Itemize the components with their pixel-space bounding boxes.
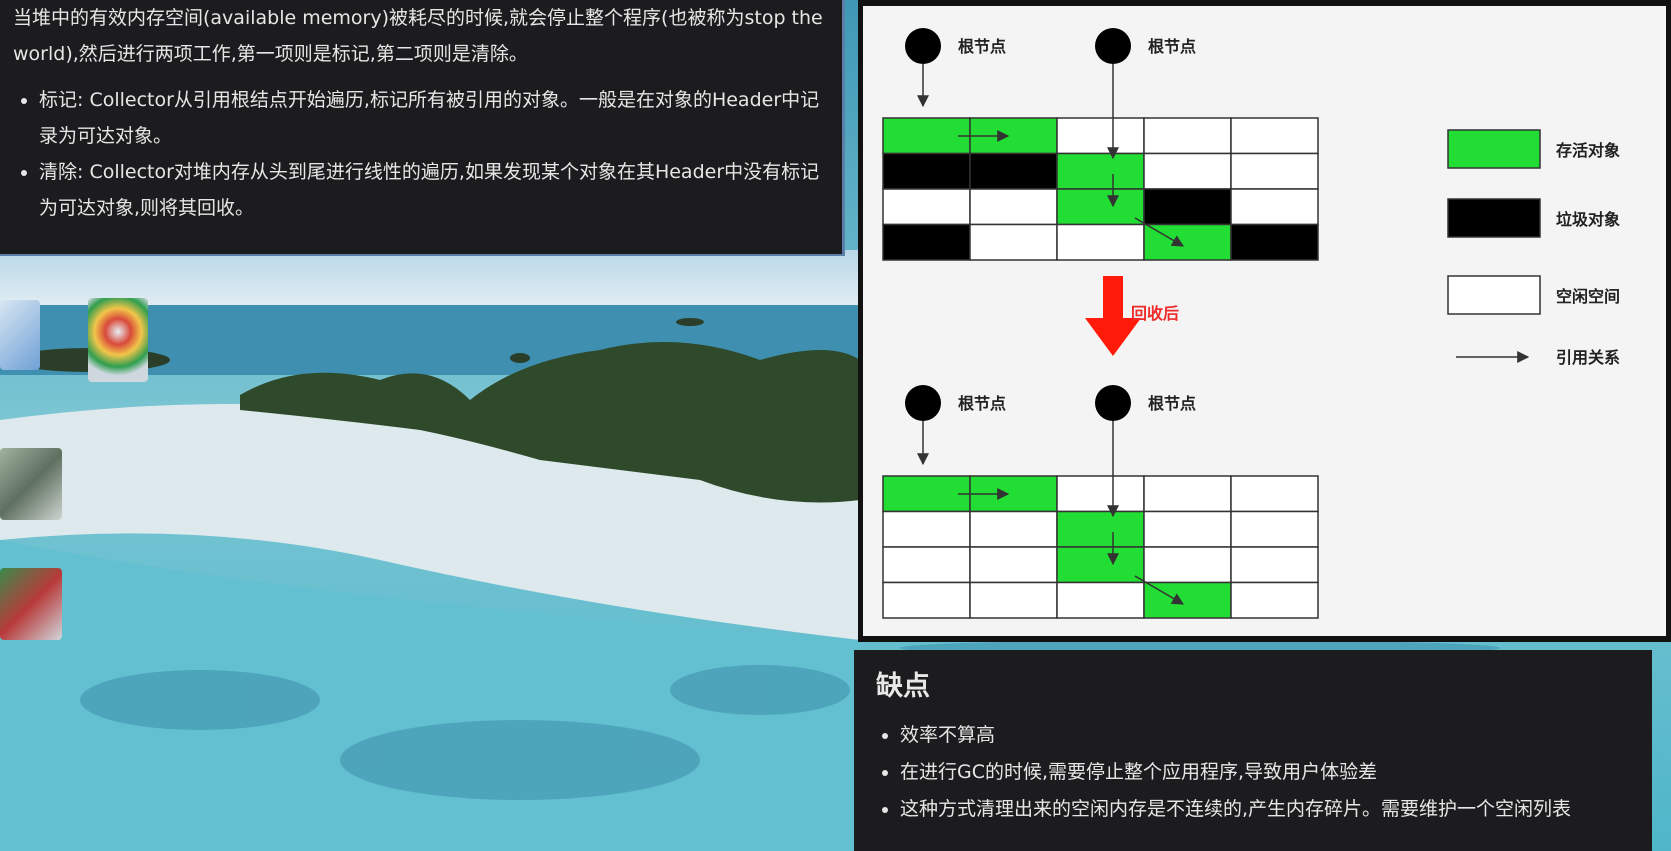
reference-arrow <box>1134 217 1185 247</box>
heap-cell-free <box>1056 581 1145 619</box>
desktop-icon[interactable] <box>0 568 62 640</box>
root-node-icon <box>1095 28 1131 64</box>
heap-cell-free <box>1143 152 1232 190</box>
heap-cell-alive <box>1056 510 1145 548</box>
root-node-icon <box>1095 385 1131 421</box>
heap-cell-free <box>1143 475 1232 513</box>
chrome-icon[interactable] <box>88 298 148 382</box>
heap-grid-before <box>882 117 1319 261</box>
legend-alive-label: 存活对象 <box>1556 141 1620 160</box>
bullet-list: 标记: Collector从引用根结点开始遍历,标记所有被引用的对象。一般是在对… <box>13 82 832 226</box>
heap-cell-free <box>969 188 1058 226</box>
heap-cell-free <box>1230 117 1319 155</box>
list-item: 清除: Collector对堆内存从头到尾进行线性的遍历,如果发现某个对象在其H… <box>39 154 832 226</box>
heap-cell-free <box>969 546 1058 584</box>
root-node-icon <box>905 385 941 421</box>
list-item: 这种方式清理出来的空闲内存是不连续的,产生内存碎片。需要维护一个空闲列表 <box>900 791 1632 828</box>
root-node-icon <box>905 28 941 64</box>
heap-cell-alive <box>1056 152 1145 190</box>
list-item: 在进行GC的时候,需要停止整个应用程序,导致用户体验差 <box>900 754 1632 791</box>
heap-cell-free <box>882 581 971 619</box>
heap-cell-free <box>969 581 1058 619</box>
heap-cell-alive <box>1056 546 1145 584</box>
heap-cell-alive <box>1143 581 1232 619</box>
heap-cell-alive <box>882 475 971 513</box>
heap-cell-free <box>1056 223 1145 261</box>
root-label: 根节点 <box>958 37 1006 56</box>
legend-reference-label: 引用关系 <box>1556 348 1620 367</box>
heap-cell-free <box>1230 510 1319 548</box>
heap-cell-free <box>882 188 971 226</box>
heap-cell-free <box>1230 475 1319 513</box>
legend-garbage-swatch <box>1447 198 1541 238</box>
list-item: 标记: Collector从引用根结点开始遍历,标记所有被引用的对象。一般是在对… <box>39 82 832 154</box>
collect-arrow-icon <box>1103 276 1123 318</box>
heap-cell-alive <box>1143 223 1232 261</box>
intro-paragraph: 当堆中的有效内存空间(available memory)被耗尽的时候,就会停止整… <box>13 7 823 65</box>
heap-cell-free <box>969 510 1058 548</box>
heap-cell-free <box>1230 188 1319 226</box>
legend-free-label: 空闲空间 <box>1556 287 1620 306</box>
heap-cell-garbage <box>1230 223 1319 261</box>
desktop-icon[interactable] <box>0 448 62 520</box>
heap-cell-free <box>1143 546 1232 584</box>
heap-cell-free <box>882 510 971 548</box>
legend-garbage-label: 垃圾对象 <box>1556 210 1620 229</box>
note-panel: 当堆中的有效内存空间(available memory)被耗尽的时候,就会停止整… <box>0 0 845 256</box>
root-label: 根节点 <box>1148 37 1196 56</box>
heap-cell-free <box>1143 510 1232 548</box>
heap-cell-garbage <box>882 152 971 190</box>
cons-panel: 缺点 效率不算高 在进行GC的时候,需要停止整个应用程序,导致用户体验差 这种方… <box>854 650 1652 851</box>
heap-cell-free <box>1056 475 1145 513</box>
legend-free-swatch <box>1447 275 1541 315</box>
diagram-canvas: 根节点 根节点 回收后 根节点 根节点 <box>882 28 1620 619</box>
heap-cell-alive <box>882 117 971 155</box>
heap-cell-free <box>1056 117 1145 155</box>
reference-arrow <box>1134 575 1185 605</box>
heap-grid-after <box>882 475 1319 619</box>
heap-cell-garbage <box>969 152 1058 190</box>
collect-arrow-icon <box>1085 318 1141 356</box>
heap-cell-free <box>969 223 1058 261</box>
heap-cell-free <box>1230 546 1319 584</box>
desktop-icon[interactable] <box>0 300 40 370</box>
root-label: 根节点 <box>958 394 1006 413</box>
root-label: 根节点 <box>1148 394 1196 413</box>
heap-cell-free <box>1230 581 1319 619</box>
list-item: 效率不算高 <box>900 717 1632 754</box>
cons-list: 效率不算高 在进行GC的时候,需要停止整个应用程序,导致用户体验差 这种方式清理… <box>876 717 1632 828</box>
mark-sweep-diagram: 根节点 根节点 回收后 根节点 根节点 <box>858 0 1671 642</box>
cons-heading: 缺点 <box>876 671 930 702</box>
legend-alive-swatch <box>1447 129 1541 169</box>
heap-cell-garbage <box>882 223 971 261</box>
heap-cell-free <box>882 546 971 584</box>
after-collect-label: 回收后 <box>1131 304 1179 323</box>
heap-cell-alive <box>1056 188 1145 226</box>
heap-cell-garbage <box>1143 188 1232 226</box>
heap-cell-free <box>1230 152 1319 190</box>
heap-cell-free <box>1143 117 1232 155</box>
